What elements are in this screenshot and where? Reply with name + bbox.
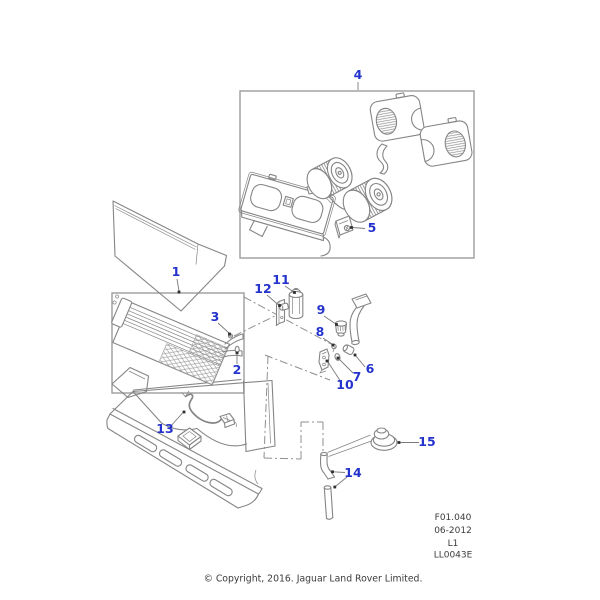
blower-frame bbox=[238, 171, 336, 257]
callout-8-label[interactable]: 8 bbox=[316, 324, 325, 339]
callout-7-label[interactable]: 7 bbox=[353, 369, 362, 384]
strap-bracket bbox=[376, 143, 389, 175]
pipe-bracket bbox=[318, 348, 330, 374]
vent-slots bbox=[133, 434, 233, 497]
callout-3-label[interactable]: 3 bbox=[211, 309, 220, 324]
blower-housings bbox=[369, 92, 473, 167]
callout-6-label[interactable]: 6 bbox=[366, 361, 375, 376]
harness bbox=[181, 390, 237, 429]
refrigerant-pipe bbox=[349, 293, 372, 346]
evaporator-core bbox=[111, 294, 244, 386]
callout-2-label[interactable]: 2 bbox=[233, 362, 242, 377]
callout-12-label[interactable]: 12 bbox=[254, 281, 271, 296]
relay-box bbox=[177, 427, 202, 451]
construction-lines bbox=[233, 296, 334, 460]
callouts: 1 2 3 4 5 6 7 8 9 10 11 12 13 14 15 bbox=[156, 67, 435, 480]
grommet bbox=[370, 427, 398, 451]
figure-code: F01.040 bbox=[435, 513, 472, 523]
union-nut bbox=[334, 320, 348, 337]
leader-lines bbox=[169, 82, 419, 489]
callout-15-label[interactable]: 15 bbox=[418, 434, 435, 449]
figure-date: 06-2012 bbox=[434, 526, 472, 536]
drain-tube bbox=[319, 434, 372, 520]
lower-dash-assembly bbox=[106, 366, 276, 509]
callout-14-label[interactable]: 14 bbox=[344, 465, 362, 480]
copyright-line: © Copyright, 2016. Jaguar Land Rover Lim… bbox=[204, 574, 423, 585]
pipe-elbow bbox=[342, 344, 355, 355]
callout-5-label[interactable]: 5 bbox=[368, 220, 377, 235]
blower-wheels bbox=[306, 157, 393, 223]
figure-sheet: L1 bbox=[448, 539, 459, 549]
blower-assembly bbox=[238, 92, 473, 257]
callout-11-label[interactable]: 11 bbox=[272, 272, 289, 287]
callout-9-label[interactable]: 9 bbox=[317, 302, 326, 317]
callout-10-label[interactable]: 10 bbox=[336, 377, 354, 392]
resistor-part bbox=[334, 215, 354, 239]
callout-1-label[interactable]: 1 bbox=[172, 264, 181, 279]
valve-body bbox=[279, 287, 304, 320]
expansion-valve bbox=[275, 287, 304, 327]
callout-13-label[interactable]: 13 bbox=[156, 421, 173, 436]
figure-reference: F01.040 06-2012 L1 LL0043E bbox=[434, 513, 473, 561]
callout-4-label[interactable]: 4 bbox=[354, 67, 363, 82]
blower-assembly-box bbox=[239, 90, 475, 259]
dash-top-panel bbox=[112, 200, 228, 312]
figure-drawing-id: LL0043E bbox=[434, 551, 473, 561]
